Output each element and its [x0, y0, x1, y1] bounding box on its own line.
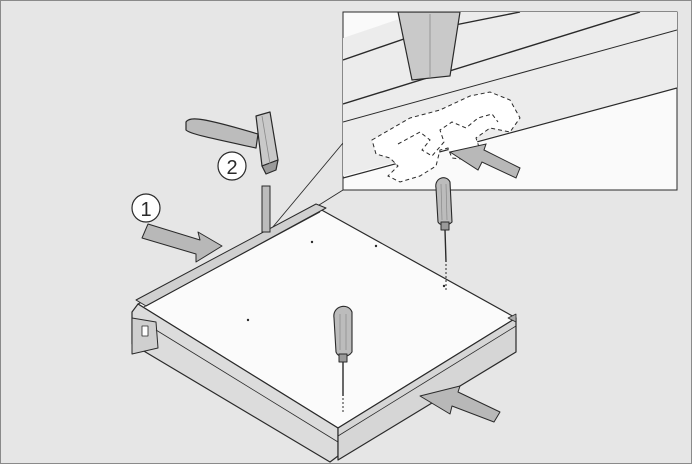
panel-assembly	[131, 203, 517, 463]
arrow-icon	[448, 143, 521, 179]
callout-1-label: 1	[140, 199, 151, 221]
detail-inset	[342, 11, 678, 191]
callout-2: 2	[217, 151, 247, 181]
hammer-icon	[185, 111, 279, 175]
screwdriver-icon	[333, 305, 353, 414]
arrow-icon	[141, 223, 223, 263]
screwdriver-icon	[435, 177, 453, 290]
pin	[261, 185, 271, 233]
callout-2-label: 2	[226, 157, 237, 179]
callout-1: 1	[131, 193, 223, 263]
arrow-icon	[419, 385, 501, 423]
